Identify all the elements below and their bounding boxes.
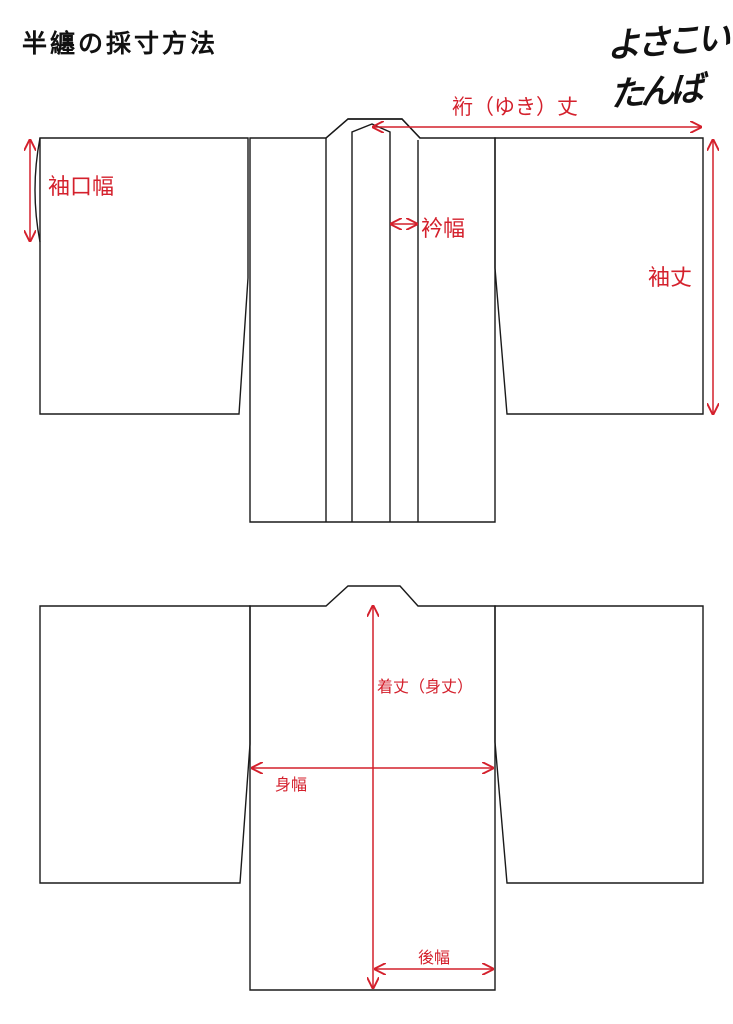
back-body: [249, 585, 496, 991]
front-garment: [34, 118, 704, 523]
label-sleeve-length: 袖丈: [648, 266, 692, 291]
front-left-sleeve-opening: [34, 137, 41, 243]
label-back-width: 後幅: [418, 948, 450, 967]
back-right-sleeve: [494, 605, 704, 884]
label-body-width: 身幅: [275, 775, 307, 794]
label-yuki: 裄（ゆき）丈: [452, 95, 578, 119]
back-measures: [252, 606, 493, 988]
back-garment: [39, 585, 704, 991]
front-left-sleeve: [39, 137, 249, 415]
collar-neck: [325, 118, 421, 139]
front-body: [249, 118, 496, 523]
label-sleeve-opening: 袖口幅: [48, 175, 114, 200]
back-left-sleeve: [39, 605, 251, 884]
front-measures: [30, 127, 713, 414]
page-title: 半纏の採寸方法: [22, 29, 219, 58]
label-garment-length: 着丈（身丈）: [377, 677, 473, 696]
label-collar-width: 衿幅: [421, 217, 465, 242]
